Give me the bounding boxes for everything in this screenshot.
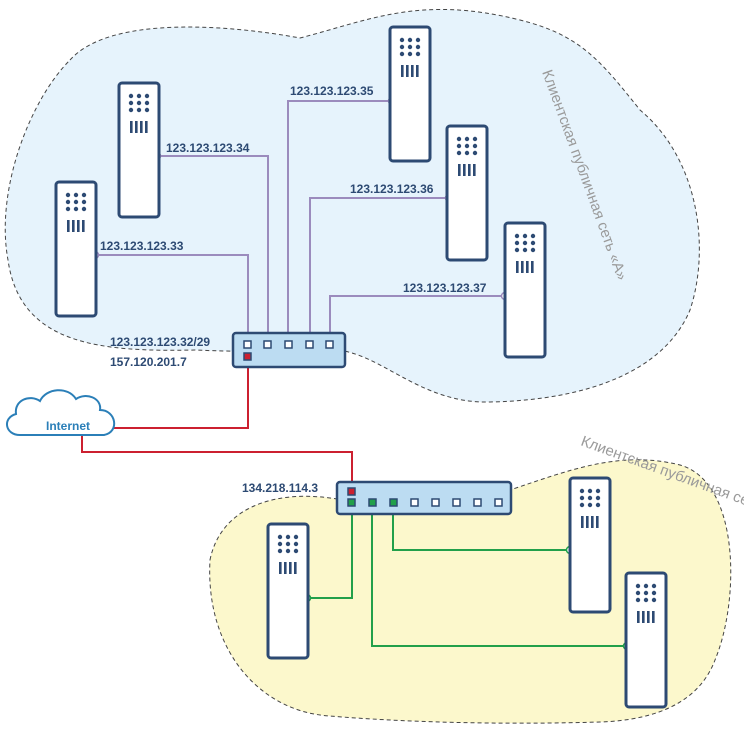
switch-a-subnet-label: 123.123.123.32/29 <box>110 335 210 349</box>
link-server-33 <box>95 254 249 341</box>
link-b-server-2 <box>392 502 570 551</box>
link-b-server-1 <box>307 502 353 599</box>
server-b-3 <box>624 571 668 709</box>
server-a-35 <box>388 25 432 163</box>
server-b-2 <box>568 476 612 614</box>
server-a-37 <box>503 221 547 359</box>
link-server-35 <box>287 100 392 341</box>
switch-b-uplink-label: 134.218.114.3 <box>242 481 318 495</box>
ip-label-34: 123.123.123.34 <box>166 141 250 155</box>
server-a-36 <box>445 124 489 262</box>
link-server-37 <box>329 295 505 341</box>
link-internet-b <box>81 436 353 492</box>
switch-a-uplink-label: 157.120.201.7 <box>110 355 187 369</box>
internet-label: Internet <box>46 419 90 433</box>
link-b-server-3 <box>371 502 627 647</box>
server-a-33 <box>54 180 98 318</box>
ip-label-35: 123.123.123.35 <box>290 84 374 98</box>
ip-label-37: 123.123.123.37 <box>403 281 487 295</box>
switch-a <box>231 331 347 369</box>
ip-label-33: 123.123.123.33 <box>100 239 184 253</box>
link-internet <box>114 356 249 429</box>
internet-cloud-icon <box>6 389 115 436</box>
link-server-36 <box>309 197 449 341</box>
server-b-1 <box>266 522 310 660</box>
switch-b <box>335 480 513 516</box>
link-server-34 <box>157 155 269 341</box>
ip-label-36: 123.123.123.36 <box>350 182 434 196</box>
server-a-34 <box>117 81 161 219</box>
